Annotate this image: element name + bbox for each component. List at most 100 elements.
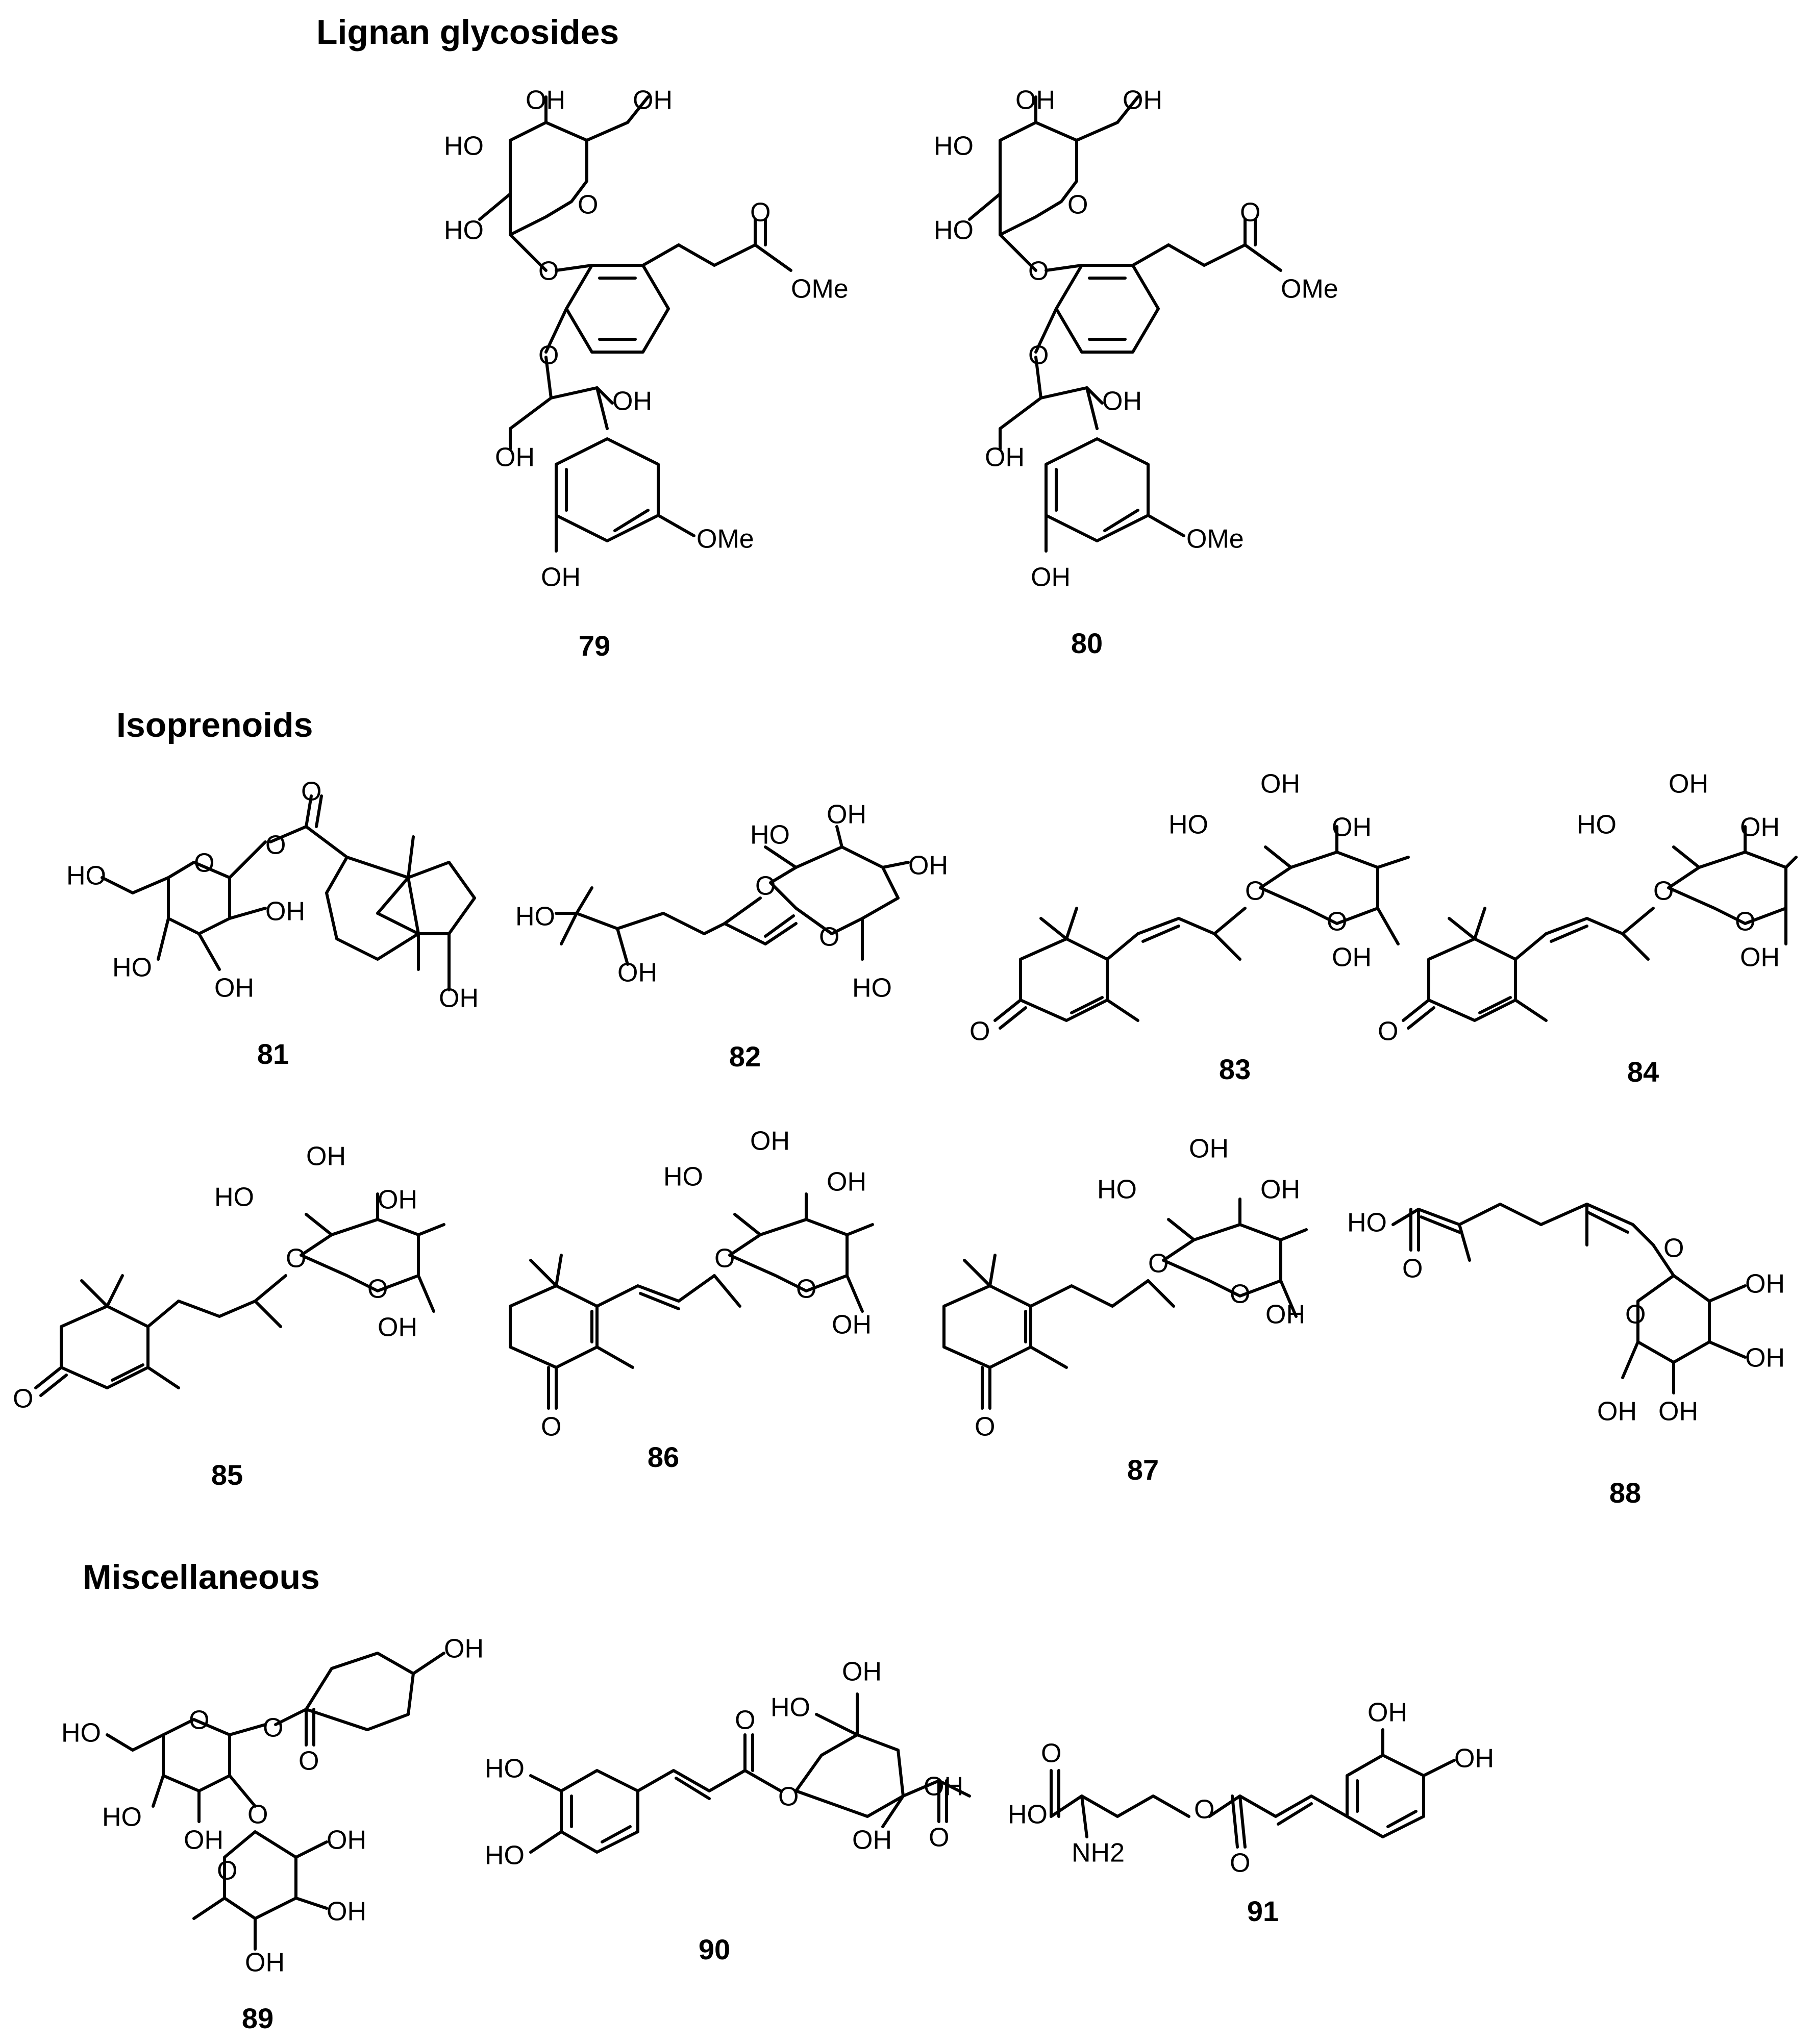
atom-ho: HO [444,132,484,161]
atom-oh: OH [827,800,866,830]
atom-o: O [367,1275,388,1304]
atom-o: O [189,1706,209,1735]
atom-ho: HO [663,1162,703,1192]
atom-o: O [969,1017,990,1046]
atom-oh: OH [1745,1343,1785,1373]
atom-oh: OH [1189,1134,1229,1164]
atom-oh: OH [842,1657,882,1687]
atom-o: O [1028,341,1049,370]
atom-o: O [263,1713,283,1743]
compound-label-81: 81 [257,1038,289,1070]
atom-oh: OH [633,86,673,115]
atom-oh: OH [1260,1175,1300,1205]
atom-o: O [301,777,321,807]
atom-o: O [1653,877,1674,906]
atom-oh: OH [1332,943,1372,973]
atom-oh: OH [214,974,254,1003]
atom-oh: OH [541,563,581,592]
atom-o: O [1148,1249,1168,1279]
compound-label-82: 82 [729,1040,761,1073]
atom-o: O [1625,1300,1646,1330]
section-heading-lignan: Lignan glycosides [316,13,619,52]
atom-oh: OH [612,387,652,416]
atom-o: O [750,198,770,228]
structure-87: O O O HO OH OH OH 87 [942,1134,1308,1486]
atom-o: O [217,1856,237,1886]
atom-o: O [538,257,559,286]
atom-oh: OH [1123,86,1162,115]
atom-oh: OH [306,1142,346,1171]
atom-oh: OH [1031,563,1071,592]
atom-o: O [1067,190,1088,220]
atom-oh: OH [827,1167,866,1197]
atom-oh: OH [184,1826,223,1855]
atom-ome: OMe [1281,275,1338,304]
compound-label-84: 84 [1627,1056,1659,1088]
atom-o: O [247,1800,268,1830]
atom-o: O [735,1706,755,1735]
atom-oh: OH [439,984,479,1013]
atom-oh: OH [495,443,535,472]
atom-oh: OH [245,1948,285,1978]
atom-ho: HO [112,953,152,983]
structure-79: OH OH HO HO O O O OMe O OH OH OMe OH 79 [444,86,849,662]
atom-oh: OH [1745,1269,1785,1299]
atom-oh: OH [985,443,1025,472]
structure-90: HO HO O O HO OH OH OH O 90 [485,1657,971,1965]
atom-nh2: NH2 [1072,1838,1125,1868]
compound-label-90: 90 [699,1933,730,1965]
atom-o: O [541,1412,561,1442]
atom-ho: HO [1008,1800,1048,1830]
atom-oh: OH [444,1634,484,1664]
atom-o: O [1194,1795,1214,1825]
atom-o: O [538,341,559,370]
atom-o: O [1245,877,1265,906]
atom-oh: OH [1102,387,1142,416]
atom-oh: OH [1740,943,1780,973]
structure-91: HO O NH2 O O OH OH 91 [1008,1698,1494,1927]
atom-oh: OH [1658,1397,1698,1427]
atom-oh: OH [1015,86,1055,115]
compound-label-85: 85 [211,1459,243,1491]
atom-oh: OH [327,1826,366,1855]
structure-88: HO O O O OH OH OH OH 88 [1347,1203,1785,1509]
atom-o: O [778,1782,799,1812]
atom-ho: HO [1347,1208,1387,1238]
atom-oh: OH [526,86,565,115]
structure-89: O O O OH HO HO OH O O OH OH OH 89 [61,1634,484,2034]
atom-oh: OH [1669,769,1708,799]
atom-oh: OH [1454,1744,1494,1774]
atom-ho: HO [102,1803,142,1832]
atom-ho: HO [66,861,106,891]
atom-o: O [299,1747,319,1776]
atom-ho: HO [750,820,790,850]
atom-ho: HO [444,216,484,245]
atom-ho: HO [61,1718,101,1748]
structure-84: O O O HO OH OH OH 84 [1378,769,1798,1088]
atom-ome: OMe [791,275,849,304]
section-heading-isoprenoids: Isoprenoids [116,706,313,744]
atom-ho: HO [515,902,555,932]
atom-oh: OH [924,1772,963,1802]
atom-oh: OH [378,1185,417,1215]
atom-oh: OH [1265,1300,1305,1330]
atom-o: O [13,1384,33,1414]
compound-label-91: 91 [1247,1895,1279,1927]
atom-o: O [929,1823,949,1853]
structure-82: HO OH O O HO OH OH HO 82 [515,800,948,1073]
atom-o: O [265,831,286,860]
atom-ho: HO [1168,810,1208,840]
compound-label-79: 79 [579,630,610,662]
atom-oh: OH [1260,769,1300,799]
atom-o: O [1378,1017,1398,1046]
structure-83: O O O HO OH OH OH 83 [969,769,1410,1085]
atom-o: O [1663,1234,1684,1263]
atom-o: O [1230,1280,1250,1309]
atom-oh: OH [265,897,305,927]
atom-o: O [1402,1254,1423,1284]
atom-oh: OH [327,1897,366,1927]
structure-80: OH OH HO HO O O O OMe O OH OH OMe OH 80 [934,86,1338,659]
atom-ho: HO [934,216,974,245]
compound-label-86: 86 [648,1441,679,1473]
